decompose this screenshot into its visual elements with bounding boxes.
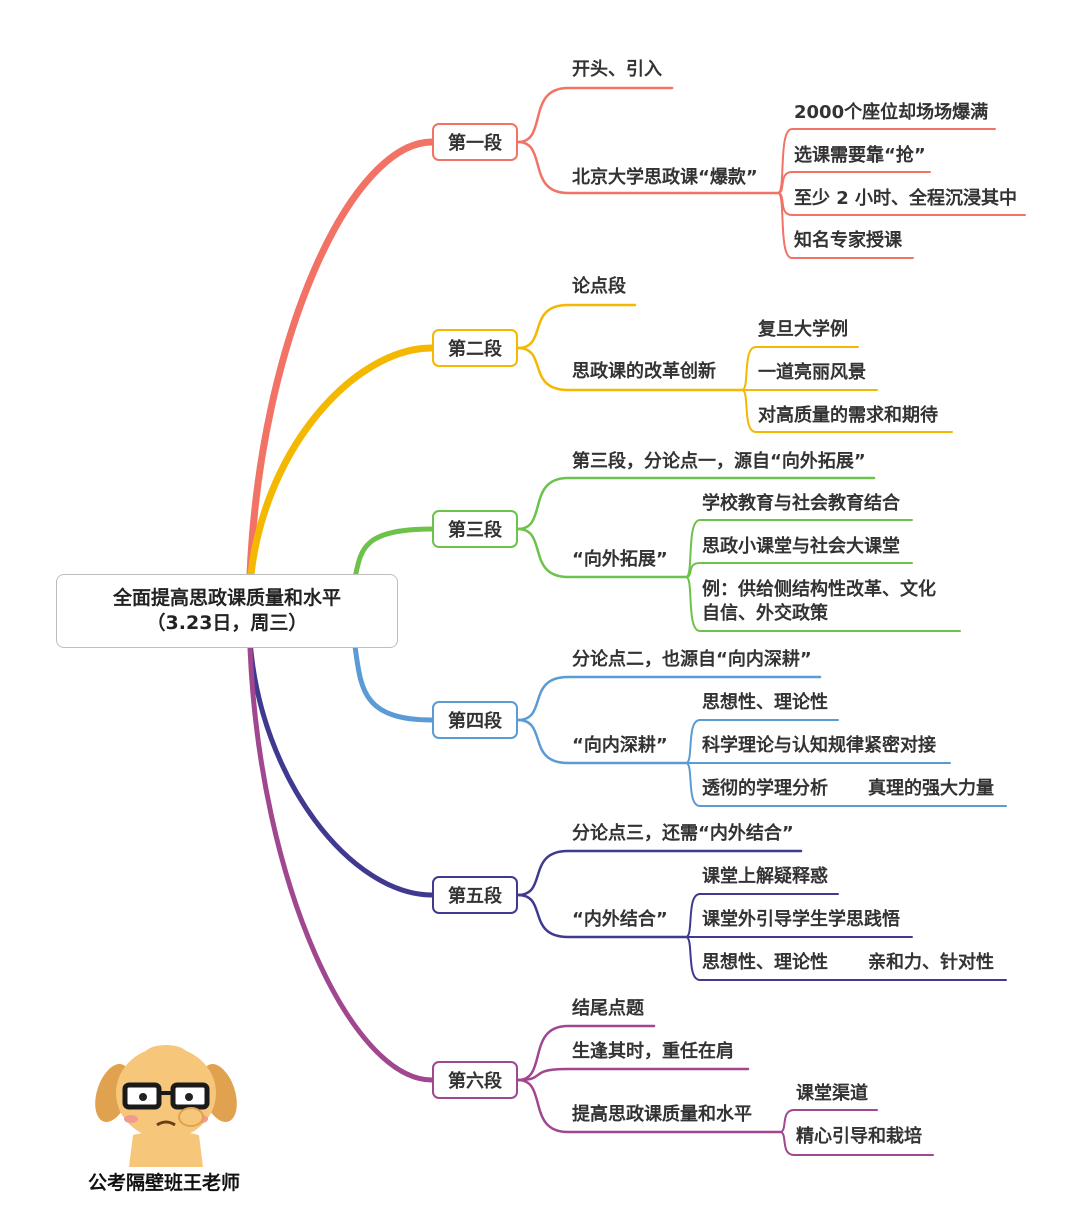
connector-line	[246, 138, 436, 579]
sub-item-extra-label[interactable]: 亲和力、针对性	[868, 952, 994, 973]
item-label[interactable]: 提高思政课质量和水平	[572, 1104, 752, 1125]
sub-item-label[interactable]: 一道亮丽风景	[758, 362, 866, 383]
sub-item-label[interactable]: 课堂外引导学生学思践悟	[702, 909, 900, 930]
section-node-1[interactable]: 第一段	[432, 123, 518, 161]
connector-line	[516, 1078, 782, 1134]
section-node-6[interactable]: 第六段	[432, 1061, 518, 1099]
connector-line	[516, 86, 674, 144]
connector-line	[779, 1109, 878, 1133]
root-topic-label: 全面提高思政课质量和水平（3.23日，周三）	[112, 587, 341, 634]
connector-line	[777, 171, 931, 194]
connector-line	[516, 893, 688, 939]
sub-item-label[interactable]: 思想性、理论性	[702, 952, 828, 973]
item-label[interactable]: 第三段，分论点一，源自“向外拓展”	[572, 451, 866, 472]
connector-line	[516, 346, 744, 392]
sub-item-label[interactable]: 透彻的学理分析	[702, 778, 828, 799]
item-label[interactable]: 结尾点题	[572, 998, 644, 1019]
item-label[interactable]: 思政课的改革创新	[572, 361, 716, 382]
connector-line	[685, 719, 839, 764]
sub-item-label[interactable]: 科学理论与认知规律紧密对接	[702, 735, 936, 756]
connector-line	[516, 1067, 750, 1082]
connector-line	[247, 645, 435, 1083]
section-node-3[interactable]: 第三段	[432, 510, 518, 548]
signature: 公考隔壁班王老师	[88, 1172, 241, 1194]
sub-item-label[interactable]: 至少 2 小时、全程沉浸其中	[794, 188, 1018, 209]
item-label[interactable]: 分论点二，也源自“向内深耕”	[572, 649, 812, 670]
connector-line	[516, 476, 876, 531]
item-label[interactable]: 生逢其时，重任在肩	[572, 1041, 734, 1062]
connector-line	[777, 192, 914, 259]
connector-line	[516, 675, 822, 722]
sub-item-label[interactable]: 思政小课堂与社会大课堂	[702, 536, 900, 557]
sub-item-label[interactable]: 知名专家授课	[794, 230, 902, 251]
sub-item-label[interactable]: 思想性、理论性	[702, 692, 828, 713]
item-label[interactable]: “向内深耕”	[572, 735, 668, 756]
item-label[interactable]: 开头、引入	[572, 59, 662, 80]
connector-line	[516, 140, 780, 195]
connector-line	[516, 718, 688, 765]
sub-item-label[interactable]: 学校教育与社会教育结合	[702, 493, 900, 514]
sub-item-label[interactable]: 复旦大学例	[758, 319, 848, 340]
connector-line	[516, 303, 637, 350]
connector-line	[685, 562, 913, 578]
section-node-4[interactable]: 第四段	[432, 701, 518, 739]
sub-item-extra-label[interactable]: 真理的强大力量	[868, 778, 994, 799]
connector-line	[685, 762, 1007, 807]
sub-item-label[interactable]: 2000个座位却场场爆满	[794, 102, 989, 123]
sub-item-label[interactable]: 例：供给侧结构性改革、文化自信、外交政策	[702, 579, 936, 624]
item-label[interactable]: 北京大学思政课“爆款”	[572, 167, 758, 188]
section-node-2[interactable]: 第二段	[432, 329, 518, 367]
connector-line	[516, 849, 803, 897]
mascot-dog-icon	[95, 1045, 237, 1167]
connector-line	[741, 346, 859, 391]
connector-line	[516, 1024, 656, 1082]
section-node-5[interactable]: 第五段	[432, 876, 518, 914]
item-label[interactable]: 论点段	[572, 276, 626, 297]
sub-item-label[interactable]: 对高质量的需求和期待	[758, 405, 938, 426]
item-label[interactable]: “向外拓展”	[572, 549, 668, 570]
connector-line	[779, 1131, 934, 1156]
sub-item-label[interactable]: 课堂渠道	[796, 1083, 868, 1104]
connector-line	[246, 344, 436, 589]
connector-line	[685, 936, 1007, 981]
connector-line	[741, 389, 953, 433]
item-label[interactable]: “内外结合”	[572, 909, 668, 930]
connector-line	[685, 893, 839, 938]
root-topic[interactable]: 全面提高思政课质量和水平（3.23日，周三）	[56, 574, 398, 648]
sub-item-label[interactable]: 课堂上解疑释惑	[702, 866, 828, 887]
item-label[interactable]: 分论点三，还需“内外结合”	[572, 823, 794, 844]
sub-item-label[interactable]: 精心引导和栽培	[796, 1126, 922, 1147]
sub-item-label[interactable]: 选课需要靠“抢”	[794, 145, 926, 166]
connector-line	[247, 637, 435, 898]
connector-line	[685, 576, 961, 632]
connector-line	[516, 527, 688, 579]
